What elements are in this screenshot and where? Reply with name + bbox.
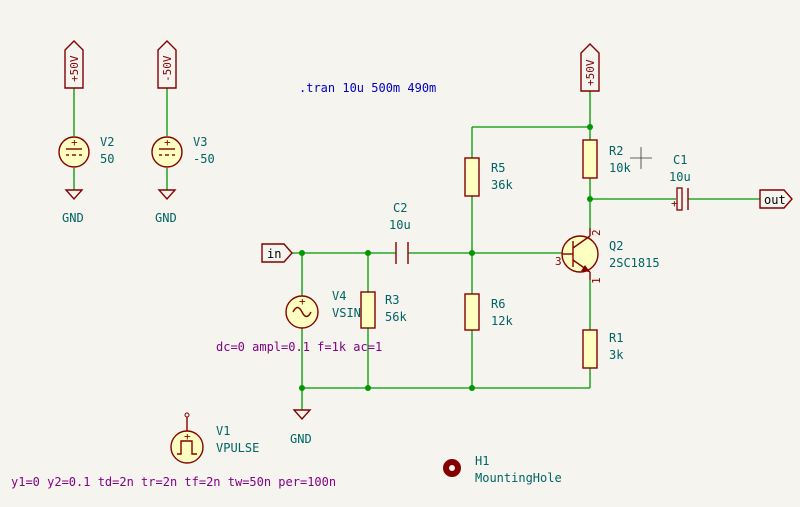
component-ref: R3 [385,293,399,307]
component-ref: R2 [609,144,623,158]
component-ref: V1 [216,424,230,438]
resistor-r5[interactable]: R5 36k [464,157,513,197]
junction-dot [299,250,305,256]
component-ref: C2 [393,201,407,215]
junction-dot [587,196,593,202]
component-value: 12k [491,314,513,328]
voltage-source-v3[interactable]: + V3 -50 [151,135,215,168]
component-value: 56k [385,310,407,324]
junction-dot [469,385,475,391]
component-value: 10u [669,170,691,184]
component-value: 3k [609,348,624,362]
gnd-label: GND [290,432,312,446]
port-out[interactable]: out [759,189,793,209]
gnd-symbol-main: GND [290,409,312,446]
junctions [299,124,593,391]
component-value: 50 [100,152,114,166]
component-value: -50 [193,152,215,166]
power-flag-m50-left[interactable]: -50V [157,40,177,89]
pin-number: 3 [555,255,562,268]
svg-text:+: + [184,430,191,443]
svg-text:+: + [71,136,78,149]
junction-dot [299,385,305,391]
port-label: in [267,247,281,261]
component-value: VSIN [332,306,361,320]
resistor-r3[interactable]: R3 56k [360,291,407,329]
port-label: out [764,193,786,207]
voltage-source-v2[interactable]: + V2 50 [58,135,114,168]
power-label: +50V [68,55,81,82]
component-ref: R1 [609,331,623,345]
voltage-source-v1-pulse[interactable]: + V1 VPULSE y1=0 y2=0.1 td=2n tr=2n tf=2… [11,412,336,489]
component-value: 2SC1815 [609,256,660,270]
component-value: VPULSE [216,441,259,455]
wires [73,88,760,410]
component-ref: C1 [673,153,687,167]
resistor-r1[interactable]: R1 3k [582,329,624,369]
capacitor-c1-polarized[interactable]: + C1 10u [669,153,691,211]
mounting-hole-h1[interactable]: H1 MountingHole [443,454,562,485]
cursor-crosshair-icon [630,147,652,169]
component-value: 36k [491,178,513,192]
component-params: y1=0 y2=0.1 td=2n tr=2n tf=2n tw=50n per… [11,475,336,489]
component-ref: V3 [193,135,207,149]
resistor-r6[interactable]: R6 12k [464,293,513,331]
component-params: dc=0 ampl=0.1 f=1k ac=1 [216,340,382,354]
power-flag-p50-right[interactable]: +50V [580,43,600,92]
gnd-label: GND [155,211,177,225]
capacitor-c2[interactable]: C2 10u [389,201,411,264]
component-ref: V4 [332,289,346,303]
gnd-symbol-v3: GND [155,189,177,225]
svg-text:+: + [164,136,171,149]
spice-directive[interactable]: .tran 10u 500m 490m [299,81,436,95]
svg-text:+: + [671,197,678,210]
component-ref: V2 [100,135,114,149]
gnd-symbol-v2: GND [62,189,84,225]
gnd-label: GND [62,211,84,225]
component-value: 10k [609,161,631,175]
power-label: +50V [584,59,597,86]
pin-number: 2 [590,229,603,236]
junction-dot [469,250,475,256]
component-ref: Q2 [609,239,623,253]
power-flag-p50-left[interactable]: +50V [64,40,84,89]
resistor-r2[interactable]: R2 10k [582,139,631,179]
junction-dot [365,385,371,391]
power-label: -50V [161,55,174,82]
component-value: 10u [389,218,411,232]
svg-text:+: + [299,295,306,308]
transistor-q2[interactable]: 3 2 1 Q2 2SC1815 [555,228,660,284]
junction-dot [365,250,371,256]
port-in[interactable]: in [261,243,293,263]
component-ref: R5 [491,161,505,175]
component-ref: R6 [491,297,505,311]
voltage-source-v4-sine[interactable]: + V4 VSIN dc=0 ampl=0.1 f=1k ac=1 [216,289,382,354]
pin-number: 1 [590,277,603,284]
component-value: MountingHole [475,471,562,485]
junction-dot [587,124,593,130]
component-ref: H1 [475,454,489,468]
